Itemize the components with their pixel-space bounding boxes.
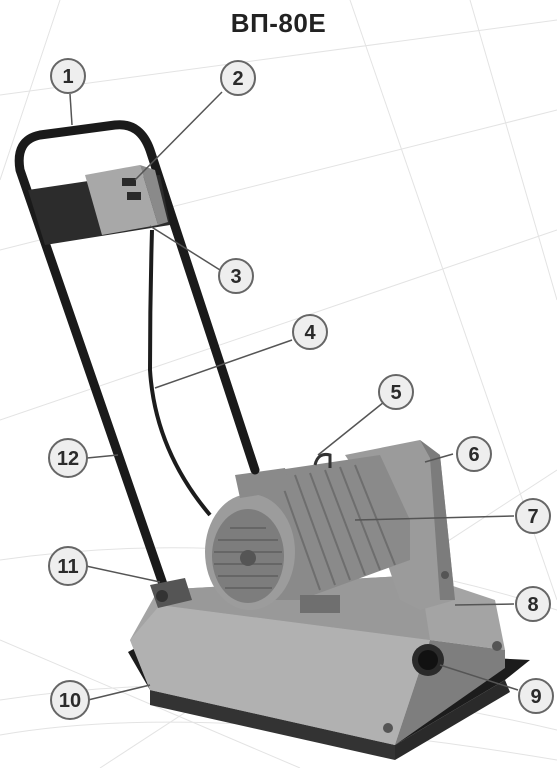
callout-number: 1 — [62, 66, 73, 88]
callout-number: 4 — [304, 322, 316, 344]
callout-8: 8 — [515, 586, 551, 622]
callout-number: 2 — [232, 68, 243, 90]
callout-3: 3 — [218, 258, 254, 294]
callout-number: 7 — [527, 506, 538, 528]
callout-5: 5 — [378, 374, 414, 410]
callout-1: 1 — [50, 58, 86, 94]
callout-number: 11 — [57, 556, 78, 578]
callout-2: 2 — [220, 60, 256, 96]
power-cable — [147, 229, 212, 517]
callout-number: 9 — [530, 686, 541, 708]
callout-6: 6 — [456, 436, 492, 472]
callout-leaders — [69, 91, 519, 701]
callout-9: 9 — [518, 678, 554, 714]
callout-10: 10 — [50, 680, 90, 720]
callout-11: 11 — [48, 546, 88, 586]
handle-frame — [14, 120, 260, 595]
callout-number: 3 — [230, 266, 241, 288]
callout-number: 10 — [59, 690, 81, 712]
callout-number: 8 — [527, 594, 538, 616]
electric-motor — [205, 455, 410, 613]
lifting-eye — [313, 453, 332, 468]
handle-mount — [150, 578, 192, 608]
callout-7: 7 — [515, 498, 551, 534]
callout-12: 12 — [48, 438, 88, 478]
callout-4: 4 — [292, 314, 328, 350]
diagram-title: ВП-80Е — [230, 8, 327, 38]
callout-number: 12 — [57, 448, 79, 470]
callout-number: 6 — [468, 444, 479, 466]
control-box — [85, 165, 168, 235]
callout-number: 5 — [390, 382, 401, 404]
